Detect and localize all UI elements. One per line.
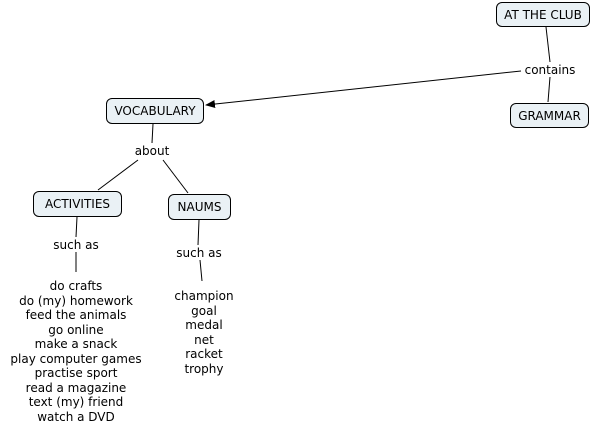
list-item: make a snack xyxy=(34,337,118,351)
linking-phrase-such-as-activities[interactable]: such as xyxy=(50,238,102,252)
line-atclub-to-contains xyxy=(545,26,551,63)
concept-label: GRAMMAR xyxy=(518,108,581,123)
list-item: do crafts xyxy=(49,279,103,293)
list-item: feed the animals xyxy=(25,308,127,322)
concept-label: NAUMS xyxy=(177,200,222,214)
linking-phrase-contains[interactable]: contains xyxy=(522,63,578,77)
activities-list[interactable]: do crafts do (my) homework feed the anim… xyxy=(4,279,148,424)
concept-activities[interactable]: ACTIVITIES xyxy=(33,191,122,217)
concept-label: AT THE CLUB xyxy=(504,7,582,22)
list-item: net xyxy=(194,332,214,347)
concept-label: VOCABULARY xyxy=(114,104,196,118)
list-item: trophy xyxy=(184,361,224,376)
linking-phrase-such-as-naums[interactable]: such as xyxy=(173,246,225,260)
list-item: practise sport xyxy=(34,366,118,380)
line-vocabulary-to-about xyxy=(151,123,154,144)
list-item: medal xyxy=(185,318,223,332)
list-item: text (my) friend xyxy=(28,395,124,409)
list-item: go online xyxy=(48,322,104,337)
list-item: goal xyxy=(191,303,217,318)
list-item: do (my) homework xyxy=(19,293,133,308)
concept-at-the-club[interactable]: AT THE CLUB xyxy=(496,2,590,27)
list-item: watch a DVD xyxy=(37,409,115,424)
line-suchas-to-naums-list xyxy=(199,259,203,282)
list-item: racket xyxy=(185,347,223,361)
list-item: play computer games xyxy=(10,351,142,366)
naums-list[interactable]: champion goal medal net racket trophy xyxy=(168,289,240,376)
concept-vocabulary[interactable]: VOCABULARY xyxy=(106,98,204,124)
line-about-to-activities xyxy=(97,159,139,191)
line-about-to-naums xyxy=(162,159,189,194)
concept-naums[interactable]: NAUMS xyxy=(168,194,231,220)
linking-phrase-about[interactable]: about xyxy=(131,144,173,158)
list-item: read a magazine xyxy=(25,380,127,395)
line-contains-to-grammar xyxy=(547,76,551,103)
concept-grammar[interactable]: GRAMMAR xyxy=(510,103,589,128)
arrow-contains-to-vocabulary xyxy=(205,70,522,109)
line-naums-to-suchas xyxy=(197,219,200,246)
list-item: champion xyxy=(174,289,234,303)
concept-label: ACTIVITIES xyxy=(44,197,111,211)
line-activities-to-suchas xyxy=(75,216,78,238)
